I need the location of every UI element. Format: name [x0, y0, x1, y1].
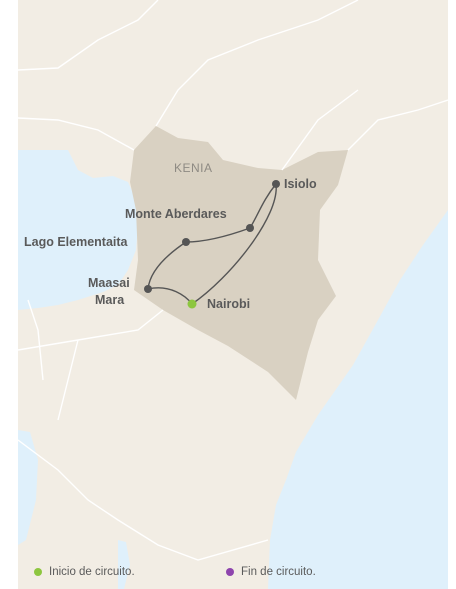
route-nairobi-isiolo: [191, 183, 277, 305]
legend-start: Inicio de circuito.: [34, 566, 135, 578]
stop-nairobi-start: [187, 299, 197, 309]
stop-elementaita: [182, 238, 190, 246]
route-map: KENIA Isiolo Monte Aberdares Lago Elemen…: [18, 0, 448, 589]
city-label-aberdares: Monte Aberdares: [125, 207, 227, 221]
legend-end: Fin de circuito.: [226, 566, 316, 578]
city-label-mara: Mara: [95, 293, 125, 307]
stop-maasai-mara: [144, 285, 152, 293]
indian-ocean: [268, 210, 448, 589]
route-aberdares-elementaita: [185, 227, 251, 243]
western-lake: [18, 430, 38, 545]
city-label-nairobi: Nairobi: [207, 297, 251, 311]
stop-isiolo: [272, 180, 280, 188]
city-label-isiolo: Isiolo: [284, 177, 317, 191]
country-label-kenya: KENIA: [174, 161, 213, 175]
legend-start-label: Inicio de circuito.: [49, 566, 135, 578]
country-borders: [18, 0, 448, 561]
route-elementaita-maasai: [147, 241, 187, 290]
city-label-elementaita: Lago Elementaita: [24, 235, 128, 249]
stop-aberdares: [246, 224, 254, 232]
city-label-maasai: Maasai: [88, 276, 130, 290]
map-canvas: [18, 0, 448, 589]
legend-end-label: Fin de circuito.: [241, 566, 316, 578]
purple-dot-icon: [226, 568, 234, 576]
small-lake: [118, 540, 130, 589]
green-dot-icon: [34, 568, 42, 576]
lake-victoria: [18, 150, 138, 310]
kenya-shape: [130, 126, 348, 400]
